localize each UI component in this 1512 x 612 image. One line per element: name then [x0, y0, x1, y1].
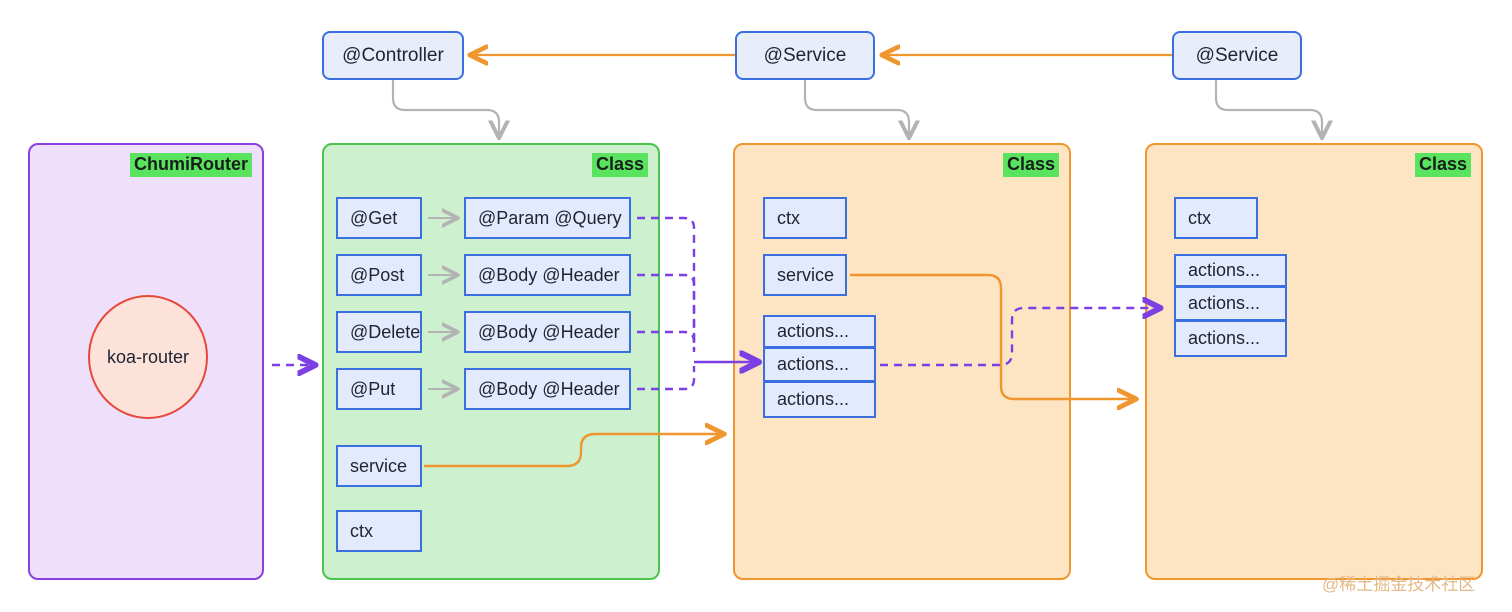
- http-method-put-label: @Put: [350, 378, 396, 399]
- http-method-delete-label: @Delete: [350, 321, 421, 342]
- service-mid-action-1-label: actions...: [777, 321, 850, 341]
- decorator-controller-label: @Controller: [342, 44, 444, 66]
- service-mid-member-ctx-label: ctx: [777, 207, 801, 228]
- controller-member-service-label: service: [350, 455, 408, 476]
- service-right-member-ctx-label: ctx: [1188, 207, 1212, 228]
- service-right-action-1[interactable]: actions...: [1174, 254, 1287, 287]
- http-method-put[interactable]: @Put: [336, 368, 422, 410]
- service-right-member-ctx[interactable]: ctx: [1174, 197, 1258, 239]
- service-right-action-3-label: actions...: [1188, 328, 1261, 348]
- service-mid-member-service[interactable]: service: [763, 254, 847, 296]
- koa-router-label: koa-router: [106, 346, 190, 367]
- decorator-service-right[interactable]: @Service: [1172, 31, 1302, 80]
- koa-router-node: koa-router: [88, 295, 208, 419]
- service-class-right-tag: Class: [1414, 153, 1471, 177]
- wire-service-mid-to-class: [803, 80, 909, 136]
- service-mid-member-service-label: service: [777, 264, 835, 285]
- service-mid-action-3[interactable]: actions...: [763, 381, 876, 418]
- http-params-put-label: @Body @Header: [478, 378, 620, 399]
- service-right-action-1-label: actions...: [1188, 260, 1261, 280]
- decorator-service-mid[interactable]: @Service: [735, 31, 875, 80]
- service-mid-member-ctx[interactable]: ctx: [763, 197, 847, 239]
- service-class-mid-tag: Class: [1002, 153, 1059, 177]
- service-right-action-3[interactable]: actions...: [1174, 320, 1287, 357]
- service-mid-action-2[interactable]: actions...: [763, 348, 876, 381]
- http-method-post-label: @Post: [350, 264, 405, 285]
- watermark-text: @稀土掘金技术社区: [1322, 575, 1476, 594]
- http-params-delete-label: @Body @Header: [478, 321, 620, 342]
- wire-service-right-to-class: [1214, 80, 1322, 136]
- chumirouter-tag: ChumiRouter: [130, 153, 252, 177]
- service-mid-action-3-label: actions...: [777, 389, 850, 409]
- http-params-post-label: @Body @Header: [478, 264, 620, 285]
- controller-class-tag: Class: [591, 153, 648, 177]
- http-params-get-label: @Param @Query: [478, 207, 622, 228]
- http-params-delete[interactable]: @Body @Header: [464, 311, 631, 353]
- service-mid-action-1[interactable]: actions...: [763, 315, 876, 348]
- controller-member-ctx-label: ctx: [350, 520, 374, 541]
- decorator-service-right-label: @Service: [1195, 44, 1279, 66]
- http-method-post[interactable]: @Post: [336, 254, 422, 296]
- decorator-controller[interactable]: @Controller: [322, 31, 464, 80]
- service-right-action-2[interactable]: actions...: [1174, 287, 1287, 320]
- http-method-get[interactable]: @Get: [336, 197, 422, 239]
- http-params-put[interactable]: @Body @Header: [464, 368, 631, 410]
- http-params-get[interactable]: @Param @Query: [464, 197, 631, 239]
- controller-member-ctx[interactable]: ctx: [336, 510, 422, 552]
- decorator-service-mid-label: @Service: [763, 44, 847, 66]
- controller-member-service[interactable]: service: [336, 445, 422, 487]
- service-right-action-2-label: actions...: [1188, 293, 1261, 313]
- http-method-delete[interactable]: @Delete: [336, 311, 422, 353]
- service-mid-action-2-label: actions...: [777, 354, 850, 374]
- http-method-get-label: @Get: [350, 207, 398, 228]
- http-params-post[interactable]: @Body @Header: [464, 254, 631, 296]
- wire-controller-to-class: [391, 80, 499, 136]
